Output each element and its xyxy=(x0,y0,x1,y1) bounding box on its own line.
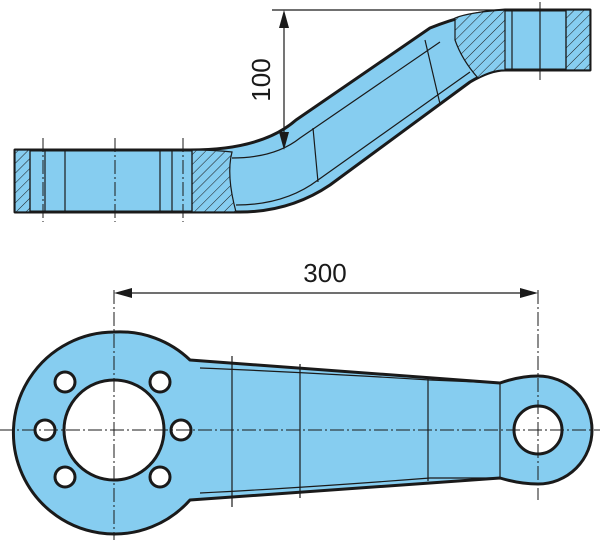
bolt-hole xyxy=(148,465,172,489)
length-arrow-right xyxy=(520,288,538,298)
side-view: 100 xyxy=(13,2,592,222)
side-view-section-right xyxy=(454,9,506,79)
bolt-hole xyxy=(53,370,77,394)
bolt-hole xyxy=(148,370,172,394)
top-view: 300 xyxy=(0,258,600,540)
length-arrow-left xyxy=(114,288,132,298)
height-dimension-label: 100 xyxy=(246,58,276,101)
side-view-section-left xyxy=(14,149,31,213)
top-view-contour xyxy=(199,367,501,384)
length-dimension-label: 300 xyxy=(303,258,346,288)
height-arrow-bottom xyxy=(279,132,289,150)
side-view-section-left-b xyxy=(191,149,237,213)
bolt-hole xyxy=(53,465,77,489)
height-arrow-top xyxy=(279,10,289,28)
side-view-contour xyxy=(424,39,441,105)
side-view-contour xyxy=(312,127,319,183)
top-view-contour xyxy=(199,477,500,494)
side-view-section-right-end xyxy=(565,9,591,71)
side-view-contour xyxy=(231,41,441,159)
side-view-contour xyxy=(235,71,471,206)
